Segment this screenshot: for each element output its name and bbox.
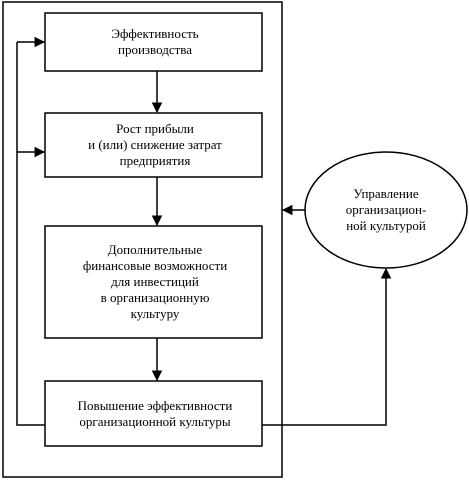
label-line: организационной культуры [79,414,230,429]
label-line: Эффективность [111,26,198,41]
outer-frame [2,1,283,478]
label-line: предприятия [120,153,191,168]
label-line: финансовые возможности [83,258,227,273]
label-line: Дополнительные [108,242,203,257]
label-line: ной культурой [346,218,426,233]
label-line: Управление [353,186,418,201]
label-line: и (или) снижение затрат [88,137,222,152]
box-additional-resources [44,225,263,339]
label-line: культуру [131,306,180,321]
feedback-loop-line [16,42,45,426]
label-line: Рост прибыли [116,121,194,136]
label-line: в организационную [101,290,210,305]
box-production-efficiency [44,12,263,72]
box-culture-efficiency [44,380,263,447]
label-line: производства [118,42,192,57]
label-line: для инвестиций [111,274,199,289]
arrow-box4-to-ellipse [262,267,392,426]
label-line: организацион- [346,202,427,217]
label-line: Повышение эффективности [78,398,233,413]
box-profit-growth [44,112,263,178]
